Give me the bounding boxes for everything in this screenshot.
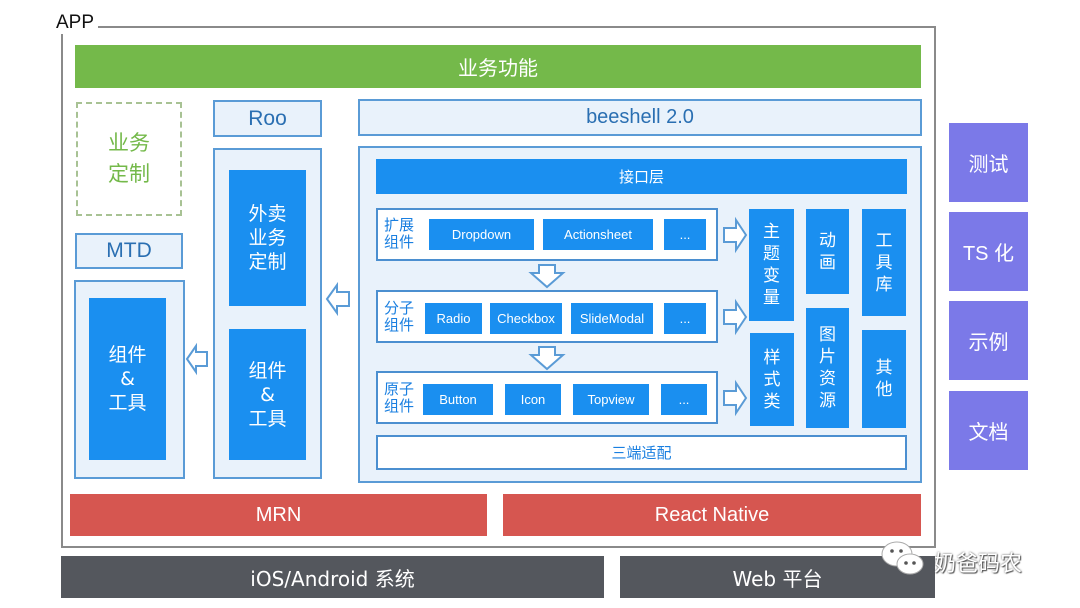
row-label-line: 分子 — [384, 299, 415, 317]
react-native-bar: React Native — [503, 494, 921, 536]
others-block: 其 他 — [862, 330, 906, 428]
waimai-line: 定制 — [248, 251, 287, 273]
arrow-right-icon — [722, 379, 748, 417]
char: 变 — [763, 266, 780, 286]
molecule-components-label: 分子 组件 — [384, 300, 414, 334]
watermark-text: 奶爸码农 — [934, 552, 1023, 577]
row-label-line: 组件 — [384, 397, 415, 415]
char: 源 — [819, 391, 836, 411]
side-tag-examples: 示例 — [949, 301, 1028, 380]
arrow-right-icon — [722, 298, 748, 336]
beeshell-label: beeshell 2.0 — [358, 99, 922, 136]
mrn-bar: MRN — [70, 494, 487, 536]
chip-button: Button — [423, 384, 493, 415]
mtd-label: MTD — [75, 233, 183, 269]
char: 画 — [819, 252, 836, 273]
side-tag-docs: 文档 — [949, 391, 1028, 470]
side-tag-testing: 测试 — [949, 123, 1028, 202]
char: 片 — [819, 347, 836, 367]
char: 他 — [875, 380, 893, 400]
extended-components-label: 扩展 组件 — [384, 217, 414, 251]
char: 库 — [875, 274, 893, 295]
mtd-inner-line: & — [120, 368, 135, 390]
image-assets-block: 图 片 资 源 — [806, 308, 849, 428]
char: 动 — [819, 230, 836, 251]
web-platform: Web 平台 — [620, 556, 935, 598]
char: 其 — [875, 358, 893, 378]
arrow-left-icon — [325, 281, 351, 317]
style-classes-block: 样 式 类 — [750, 333, 794, 426]
char: 工 — [875, 230, 893, 251]
char: 主 — [763, 222, 780, 242]
business-custom-label: 业务定制 — [108, 131, 150, 186]
char: 类 — [763, 391, 781, 412]
mtd-components-tools: 组件 & 工具 — [89, 298, 166, 460]
row-label-line: 组件 — [384, 233, 415, 251]
chip-checkbox: Checkbox — [490, 303, 562, 334]
chip-icon: Icon — [505, 384, 561, 415]
char: 量 — [763, 288, 780, 308]
row-label-line: 原子 — [384, 380, 415, 398]
watermark: 奶爸码农 — [880, 540, 1022, 584]
business-custom-box: 业务定制 — [76, 102, 182, 216]
roo-inner-line: 工具 — [248, 407, 287, 430]
chip-radio: Radio — [425, 303, 482, 334]
app-frame — [61, 26, 936, 548]
side-tag-typescript: TS 化 — [949, 212, 1028, 291]
char: 题 — [763, 244, 780, 264]
chip-more: ... — [664, 303, 706, 334]
char: 具 — [875, 252, 893, 273]
waimai-business-custom: 外卖 业务 定制 — [229, 170, 306, 306]
char: 资 — [819, 369, 836, 389]
atom-components-label: 原子 组件 — [384, 381, 414, 415]
roo-inner-line: & — [260, 383, 275, 406]
chip-dropdown: Dropdown — [429, 219, 534, 250]
toolkit-block: 工 具 库 — [862, 209, 906, 316]
char: 图 — [819, 325, 836, 345]
char: 式 — [763, 369, 781, 390]
chip-more: ... — [664, 219, 706, 250]
chip-topview: Topview — [573, 384, 649, 415]
arrow-right-icon — [722, 216, 748, 254]
theme-variables-block: 主 题 变 量 — [749, 209, 794, 321]
chip-more: ... — [661, 384, 707, 415]
business-function-bar: 业务功能 — [75, 45, 921, 88]
waimai-line: 外卖 — [248, 203, 287, 225]
mtd-inner-line: 工具 — [108, 392, 147, 414]
arrow-down-icon — [527, 263, 567, 289]
ios-android-platform: iOS/Android 系统 — [61, 556, 604, 598]
roo-label: Roo — [213, 100, 322, 137]
roo-components-tools: 组件 & 工具 — [229, 329, 306, 460]
roo-inner-line: 组件 — [248, 359, 287, 382]
app-label: APP — [56, 12, 99, 34]
interface-layer: 接口层 — [376, 159, 907, 194]
three-platform-adaptation: 三端适配 — [376, 435, 907, 470]
char: 样 — [763, 347, 781, 368]
waimai-line: 业务 — [248, 227, 287, 249]
chip-actionsheet: Actionsheet — [543, 219, 653, 250]
arrow-left-icon — [185, 342, 209, 376]
mtd-inner-line: 组件 — [108, 344, 147, 366]
wechat-icon — [880, 540, 928, 584]
animation-block: 动 画 — [806, 209, 849, 294]
arrow-down-icon — [527, 345, 567, 371]
chip-slidemodal: SlideModal — [571, 303, 653, 334]
row-label-line: 组件 — [384, 316, 415, 334]
row-label-line: 扩展 — [384, 216, 415, 234]
